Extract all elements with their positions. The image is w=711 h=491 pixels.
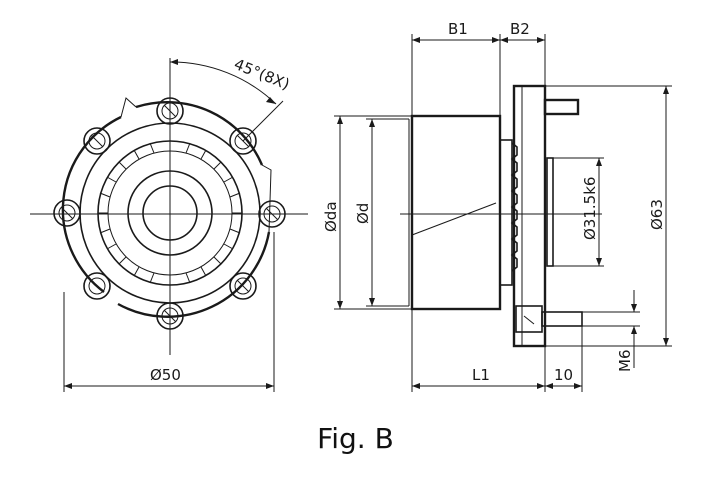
screw-bottom-left bbox=[83, 272, 111, 300]
screw-left bbox=[53, 199, 81, 227]
d-label: Ød bbox=[354, 203, 372, 224]
figure-caption: Fig. B bbox=[317, 422, 394, 455]
front-view: 45°(8X) Ø50 bbox=[30, 55, 308, 392]
l1-label: L1 bbox=[472, 366, 490, 384]
b2-label: B2 bbox=[510, 20, 530, 38]
b1-label: B1 bbox=[448, 20, 468, 38]
outer-diameter-label: Ø63 bbox=[648, 199, 666, 230]
angle-label: 45°(8X) bbox=[232, 55, 293, 93]
depth-label: 10 bbox=[554, 366, 573, 384]
shaft-diameter-label: Ø31.5k6 bbox=[581, 177, 599, 240]
da-label: Øda bbox=[322, 201, 340, 232]
thread-label: M6 bbox=[616, 350, 634, 373]
screw-top-left bbox=[83, 127, 111, 155]
screw-bottom-right bbox=[229, 272, 257, 300]
diameter-50-label: Ø50 bbox=[150, 366, 181, 384]
side-view: B1 B2 Øda Ød Ø31.5k6 Ø63 bbox=[322, 20, 672, 392]
